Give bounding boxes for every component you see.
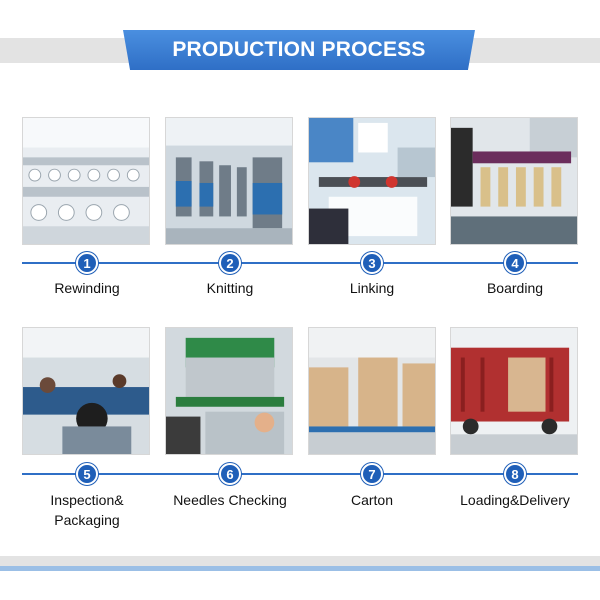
step-photo-loading-delivery bbox=[450, 327, 578, 455]
step-label-rewinding: Rewinding bbox=[54, 280, 120, 296]
step-photo-carton bbox=[308, 327, 436, 455]
step-number-1: 1 bbox=[76, 252, 98, 274]
step-number-6: 6 bbox=[219, 463, 241, 485]
step-number-7: 7 bbox=[361, 463, 383, 485]
step-label-carton: Carton bbox=[350, 492, 394, 508]
step-photo-linking bbox=[308, 117, 436, 245]
process-timeline-1 bbox=[22, 262, 578, 264]
step-photo-knitting bbox=[165, 117, 293, 245]
step-label-needles-checking: Needles Checking bbox=[173, 492, 287, 508]
step-photo-inspection-packaging bbox=[22, 327, 150, 455]
step-label-knitting: Knitting bbox=[206, 280, 254, 296]
page-title: PRODUCTION PROCESS bbox=[123, 30, 475, 70]
step-number-4: 4 bbox=[504, 252, 526, 274]
step-photo-rewinding bbox=[22, 117, 150, 245]
step-number-3: 3 bbox=[361, 252, 383, 274]
step-label-loading-delivery: Loading&Delivery bbox=[460, 492, 570, 508]
process-timeline-2 bbox=[22, 473, 578, 475]
step-label-linking: Linking bbox=[349, 280, 395, 296]
step-label-boarding: Boarding bbox=[486, 280, 544, 296]
footer-band bbox=[0, 556, 600, 566]
step-number-2: 2 bbox=[219, 252, 241, 274]
step-photo-needles-checking bbox=[165, 327, 293, 455]
footer-accent bbox=[0, 566, 600, 571]
step-photo-boarding bbox=[450, 117, 578, 245]
step-number-5: 5 bbox=[76, 463, 98, 485]
step-label-inspection-packaging: Inspection& Packaging bbox=[50, 492, 124, 528]
step-number-8: 8 bbox=[504, 463, 526, 485]
